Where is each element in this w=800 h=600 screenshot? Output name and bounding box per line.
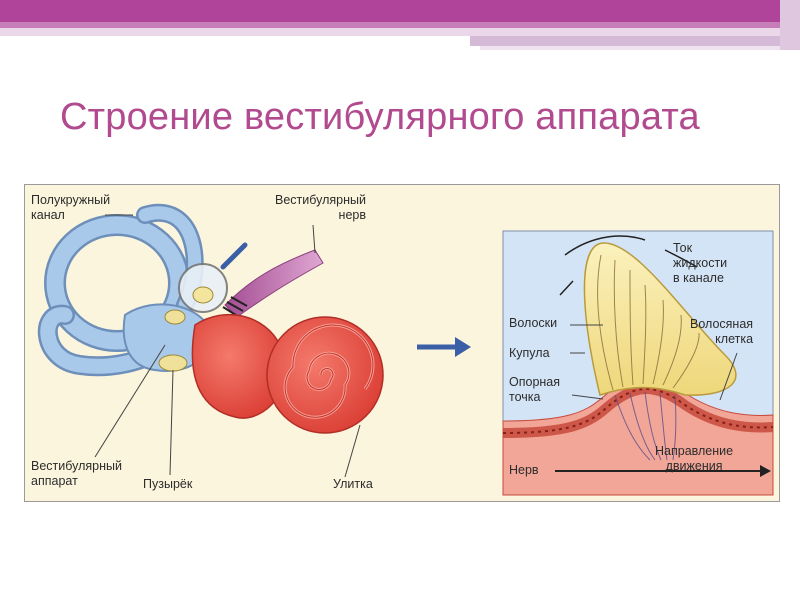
label-line: аппарат bbox=[31, 474, 122, 489]
label-line: Опорная bbox=[509, 375, 560, 390]
label-motion-direction: Направление движения bbox=[655, 444, 733, 474]
label-line: канал bbox=[31, 208, 110, 223]
label-line: Волосяная bbox=[690, 317, 753, 332]
label-line: клетка bbox=[690, 332, 753, 347]
pointer-arrow bbox=[223, 245, 245, 267]
label-line: движения bbox=[655, 459, 733, 474]
label-fluid-current: Ток жидкости в канале bbox=[673, 241, 727, 286]
label-support-point: Опорная точка bbox=[509, 375, 560, 405]
label-hairs: Волоски bbox=[509, 316, 557, 331]
label-semicircular-canal: Полукружный канал bbox=[31, 193, 110, 223]
ampulla bbox=[165, 310, 185, 324]
label-line: Вестибулярный bbox=[31, 459, 122, 474]
label-vestibular-apparatus: Вестибулярный аппарат bbox=[31, 459, 122, 489]
label-line: Направление bbox=[655, 444, 733, 459]
label-vestibular-nerve: Вестибулярный нерв bbox=[275, 193, 366, 223]
label-line: Вестибулярный bbox=[275, 193, 366, 208]
vestibular-nerve-shape bbox=[225, 250, 323, 317]
slide-title: Строение вестибулярного аппарата bbox=[60, 96, 700, 139]
diagram-panel: Полукружный канал Вестибулярный нерв Вес… bbox=[24, 184, 780, 502]
top-decorative-band bbox=[0, 0, 800, 60]
vesicle-shape bbox=[159, 355, 187, 371]
cochlea-spiral bbox=[267, 317, 383, 433]
label-line: Полукружный bbox=[31, 193, 110, 208]
label-nerve: Нерв bbox=[509, 463, 539, 478]
label-line: в канале bbox=[673, 271, 727, 286]
label-cupula: Купула bbox=[509, 346, 550, 361]
label-cochlea: Улитка bbox=[333, 477, 373, 492]
label-line: нерв bbox=[275, 208, 366, 223]
label-line: жидкости bbox=[673, 256, 727, 271]
transition-arrow bbox=[417, 337, 471, 357]
label-line: Ток bbox=[673, 241, 727, 256]
label-hair-cell: Волосяная клетка bbox=[690, 317, 753, 347]
label-vesicle: Пузырёк bbox=[143, 477, 192, 492]
label-line: точка bbox=[509, 390, 560, 405]
